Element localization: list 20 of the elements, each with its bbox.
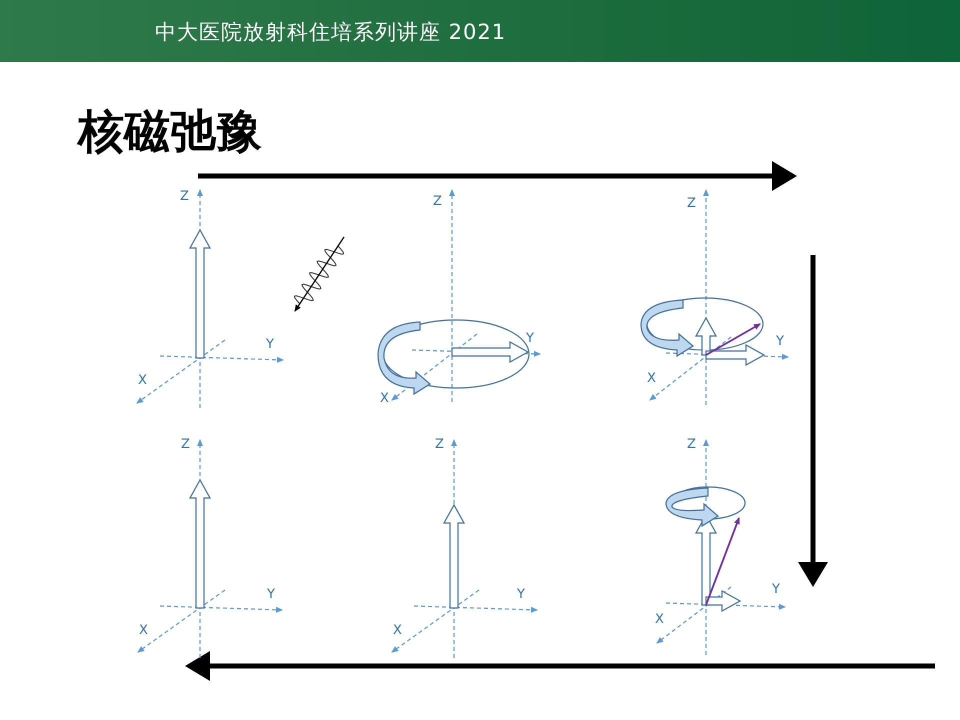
axis-label: X [139,624,148,637]
axis-label: Z [180,190,189,203]
axis-label: Y [517,588,525,601]
axis-label: Y [266,338,274,351]
slide-title: 核磁弛豫 [78,108,262,154]
header-text: 中大医院放射科住培系列讲座 2021 [155,22,506,43]
axis-label: Z [687,438,696,451]
axis-label: X [380,392,389,405]
axis-label: X [655,613,664,626]
axis-label: Z [687,197,696,210]
axis-label: X [647,372,656,385]
axis-label: Y [526,332,534,345]
axis-label: Y [267,588,275,601]
axis-label: Y [776,335,784,348]
axis-label: Z [433,195,442,208]
axis-label: Y [772,583,780,596]
axis-label: Z [435,438,444,451]
axis-label: X [393,624,402,637]
axis-label: X [138,374,147,387]
axis-label: Z [181,438,190,451]
